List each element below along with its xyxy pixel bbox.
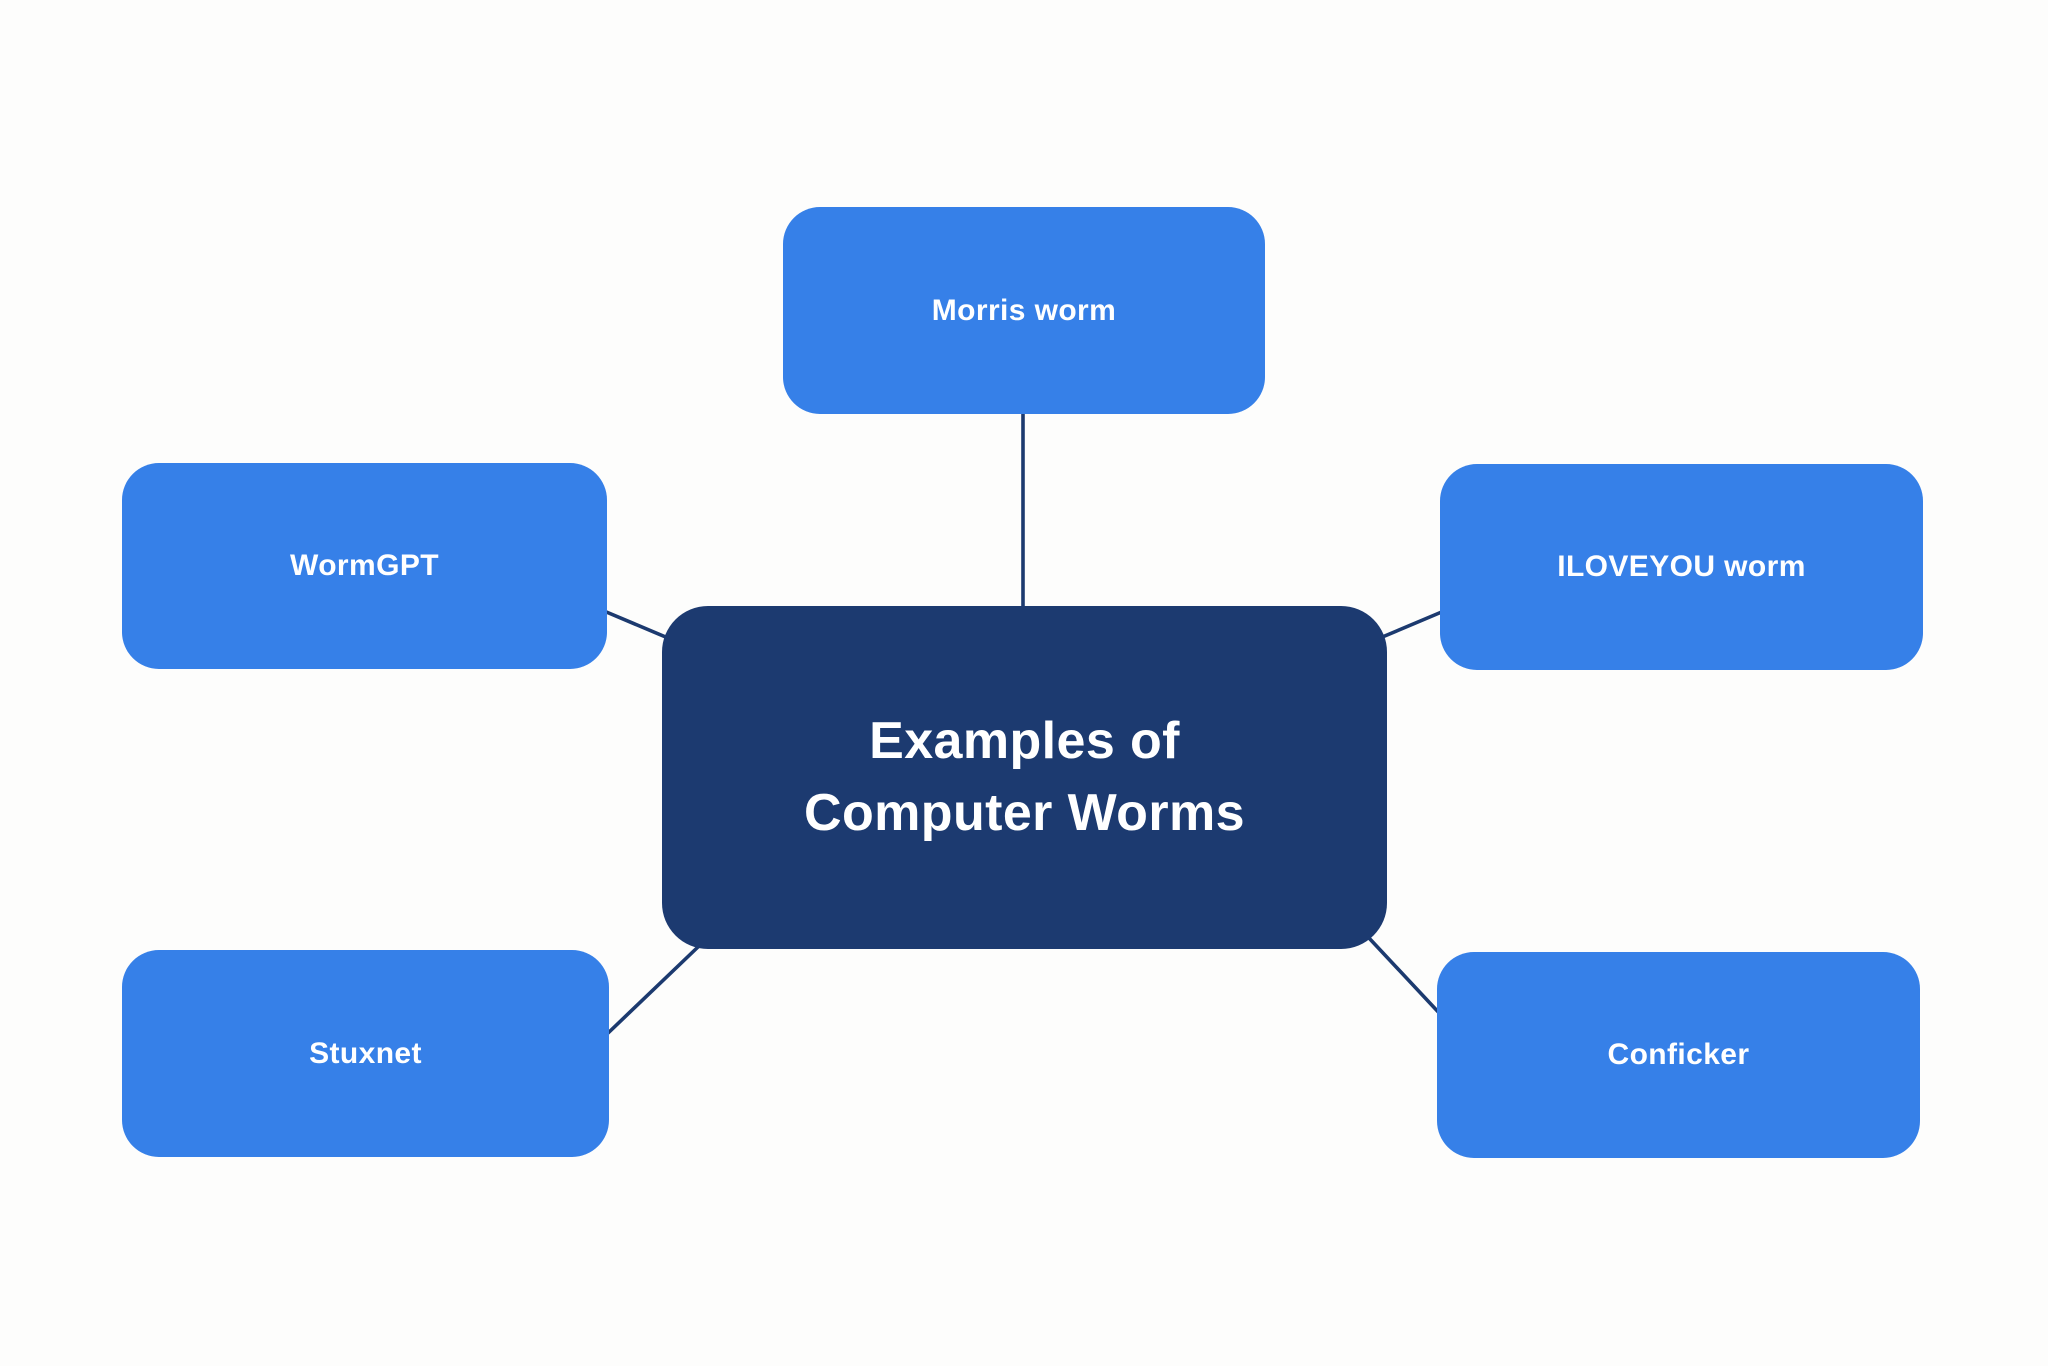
node-stuxnet[interactable]: Stuxnet (122, 950, 609, 1157)
node-morris-worm-label: Morris worm (931, 293, 1117, 327)
connector-stuxnet (604, 944, 701, 1037)
connector-conficker (1367, 936, 1444, 1018)
node-morris-worm[interactable]: Morris worm (783, 207, 1265, 414)
node-wormgpt-label: WormGPT (290, 549, 439, 582)
central-node-label: Examples of Computer Worms (804, 706, 1245, 850)
node-stuxnet-label: Stuxnet (309, 1036, 422, 1070)
node-central[interactable]: Examples of Computer Worms (662, 606, 1387, 949)
connector-iloveyou-worm (1378, 609, 1446, 640)
node-wormgpt[interactable]: WormGPT (122, 463, 607, 669)
node-conficker[interactable]: Conficker (1437, 952, 1920, 1158)
connector-wormgpt (602, 609, 670, 640)
node-iloveyou-worm[interactable]: ILOVEYOU worm (1440, 464, 1923, 670)
node-conficker-label: Conficker (1607, 1038, 1750, 1071)
central-label-line-2: Computer Worms (804, 783, 1245, 842)
central-label-line-1: Examples of (869, 711, 1180, 770)
node-iloveyou-worm-label: ILOVEYOU worm (1557, 550, 1806, 583)
